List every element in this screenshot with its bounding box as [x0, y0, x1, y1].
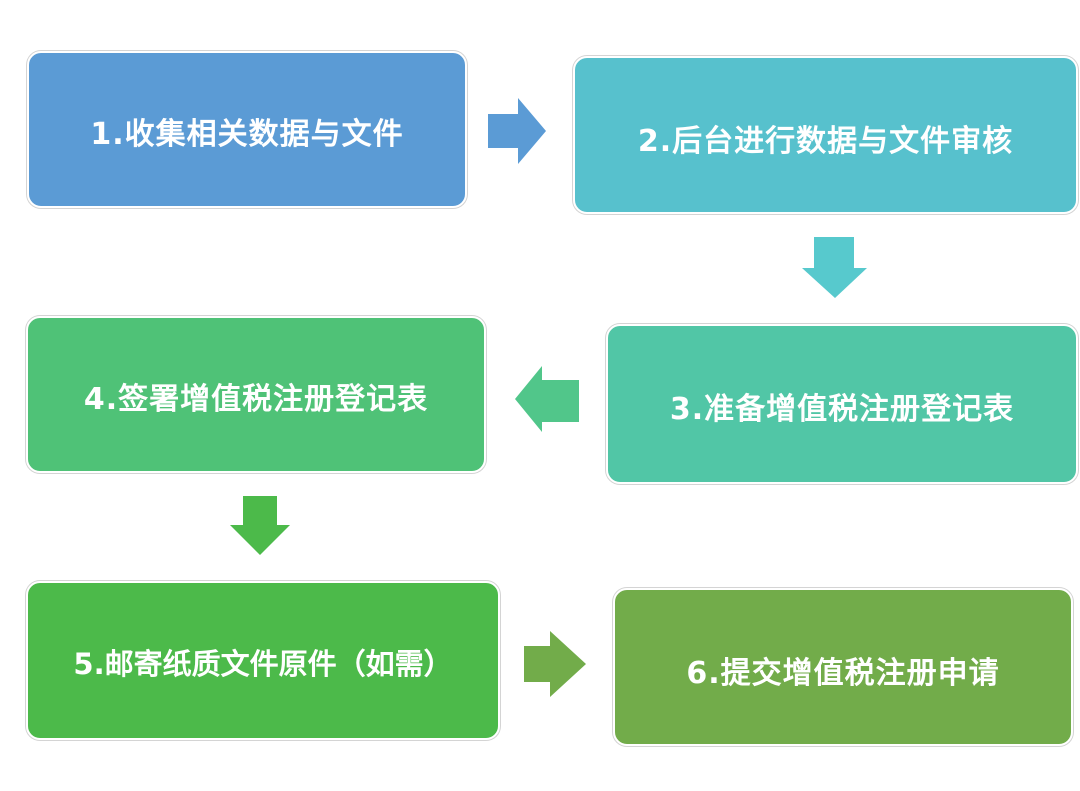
- step-1-box: 1.收集相关数据与文件: [27, 51, 467, 208]
- arrow-5-to-6: [524, 631, 586, 697]
- arrow-1-to-2: [488, 98, 546, 164]
- arrow-down-icon: [230, 496, 290, 555]
- arrow-left-icon: [515, 366, 579, 432]
- step-4-box: 4.签署增值税注册登记表: [26, 316, 486, 473]
- step-5-box: 5.邮寄纸质文件原件（如需）: [26, 581, 500, 740]
- step-2-box: 2.后台进行数据与文件审核: [573, 56, 1078, 214]
- arrow-3-to-4: [515, 366, 579, 432]
- arrow-right-icon: [524, 631, 586, 697]
- step-4-label: 4.签署增值税注册登记表: [83, 382, 429, 417]
- step-3-box: 3.准备增值税注册登记表: [606, 324, 1078, 484]
- step-6-box: 6.提交增值税注册申请: [613, 588, 1073, 746]
- step-3-label: 3.准备增值税注册登记表: [669, 392, 1015, 427]
- arrow-right-icon: [488, 98, 546, 164]
- arrow-down-icon: [802, 237, 867, 298]
- step-5-label: 5.邮寄纸质文件原件（如需）: [73, 647, 453, 681]
- step-2-label: 2.后台进行数据与文件审核: [637, 124, 1014, 159]
- step-6-label: 6.提交增值税注册申请: [686, 656, 1000, 691]
- arrow-2-to-3: [802, 237, 867, 298]
- step-1-label: 1.收集相关数据与文件: [90, 117, 404, 152]
- arrow-4-to-5: [230, 496, 290, 555]
